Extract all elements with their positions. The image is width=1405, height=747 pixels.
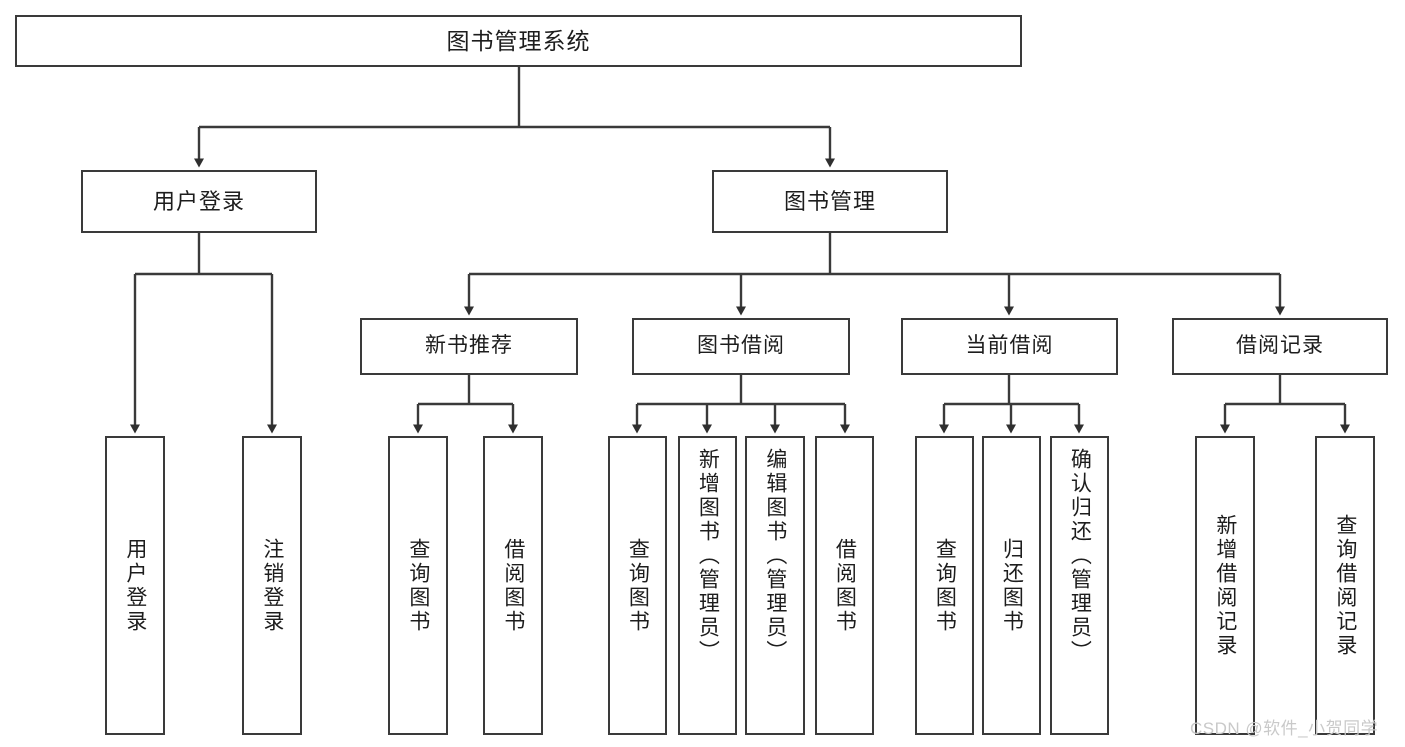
leaf-node-edit-book-admin[interactable]: 编辑图书（管理员） xyxy=(745,436,805,735)
node-label: 图书借阅 xyxy=(697,334,785,358)
node-user-login[interactable]: 用户登录 xyxy=(81,170,317,233)
leaf-node-confirm-return-admin[interactable]: 确认归还（管理员） xyxy=(1050,436,1109,735)
node-book-management[interactable]: 图书管理 xyxy=(712,170,948,233)
node-book-management-system[interactable]: 图书管理系统 xyxy=(15,15,1022,67)
node-label: 新书推荐 xyxy=(425,334,513,358)
node-label: 图书管理系统 xyxy=(446,27,591,54)
node-label: 归还图书 xyxy=(1000,537,1024,634)
leaf-node-borrow-book[interactable]: 借阅图书 xyxy=(815,436,874,735)
leaf-node-return-book[interactable]: 归还图书 xyxy=(982,436,1041,735)
csdn-watermark: CSDN @软件_小贺同学 xyxy=(1190,719,1379,738)
leaf-node-query-book-borrow[interactable]: 查询图书 xyxy=(608,436,667,735)
node-new-book-recommend[interactable]: 新书推荐 xyxy=(360,318,578,375)
leaf-node-borrow-book-recommend[interactable]: 借阅图书 xyxy=(483,436,543,735)
leaf-node-user-login[interactable]: 用户登录 xyxy=(105,436,165,735)
node-label: 查询图书 xyxy=(406,537,430,634)
node-current-borrow[interactable]: 当前借阅 xyxy=(901,318,1118,375)
node-label: 新增图书（管理员） xyxy=(696,448,720,664)
node-label: 查询借阅记录 xyxy=(1333,513,1357,658)
node-borrow-record[interactable]: 借阅记录 xyxy=(1172,318,1388,375)
leaf-node-logout[interactable]: 注销登录 xyxy=(242,436,302,735)
node-label: 借阅图书 xyxy=(501,537,525,634)
node-book-borrow[interactable]: 图书借阅 xyxy=(632,318,850,375)
leaf-node-add-borrow-record[interactable]: 新增借阅记录 xyxy=(1195,436,1255,735)
leaf-node-query-book-current[interactable]: 查询图书 xyxy=(915,436,974,735)
node-label: 新增借阅记录 xyxy=(1213,513,1237,658)
node-label: 查询图书 xyxy=(626,537,650,634)
node-label: 用户登录 xyxy=(123,537,147,634)
leaf-node-query-book-recommend[interactable]: 查询图书 xyxy=(388,436,448,735)
leaf-node-query-borrow-record[interactable]: 查询借阅记录 xyxy=(1315,436,1375,735)
node-label: 注销登录 xyxy=(260,537,284,634)
node-label: 用户登录 xyxy=(152,188,245,214)
leaf-node-add-book-admin[interactable]: 新增图书（管理员） xyxy=(678,436,737,735)
node-label: 图书管理 xyxy=(783,188,876,214)
node-label: 确认归还（管理员） xyxy=(1068,448,1092,664)
node-label: 查询图书 xyxy=(933,537,957,634)
node-label: 借阅图书 xyxy=(833,537,857,634)
node-label: 借阅记录 xyxy=(1236,334,1324,358)
node-label: 编辑图书（管理员） xyxy=(763,448,787,664)
node-label: 当前借阅 xyxy=(965,334,1054,358)
